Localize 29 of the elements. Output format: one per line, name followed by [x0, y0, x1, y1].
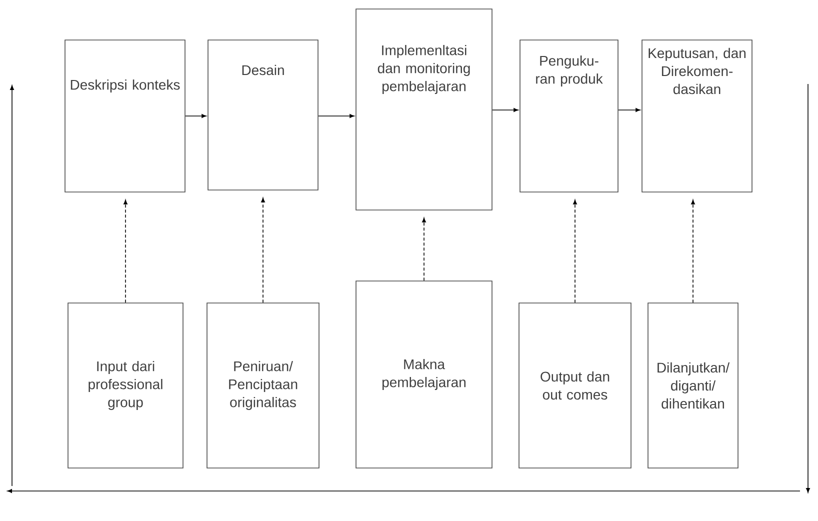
box-label: Penguku- ran produk: [536, 55, 603, 87]
arrow: [318, 114, 354, 118]
input-box: [648, 302, 738, 468]
input-box: [206, 302, 320, 468]
arrow: [573, 200, 577, 303]
input-box: [518, 302, 632, 468]
process-box: [642, 40, 752, 192]
input-box: [356, 280, 492, 468]
arrow: [422, 218, 426, 281]
process-box: [356, 8, 492, 210]
input-box: [68, 302, 184, 468]
arrow: [492, 108, 518, 112]
process-box: [208, 40, 318, 190]
arrow: [618, 108, 640, 112]
process-box: [64, 40, 186, 192]
box-label: Implemenltasi dan monitoring pembelajaran: [378, 44, 470, 94]
box-label: Dilanjutkan/ diganti/ dihentikan: [658, 362, 730, 409]
box-label: Keputusan, dan Direkomen- dasikan: [648, 48, 746, 94]
box-label: Desain: [242, 64, 284, 76]
box-label: Peniruan/ Penciptaan originalitas: [229, 360, 298, 410]
process-box: [520, 40, 618, 192]
box-label: Input dari professional group: [88, 360, 162, 410]
arrow: [261, 198, 265, 303]
box-label: Makna pembelajaran: [382, 358, 466, 390]
box-label: Deskripsi konteks: [70, 79, 180, 93]
arrow: [185, 114, 206, 118]
arrow: [124, 200, 128, 303]
box-label: Output dan out comes: [540, 371, 610, 400]
arrow: [691, 200, 695, 303]
